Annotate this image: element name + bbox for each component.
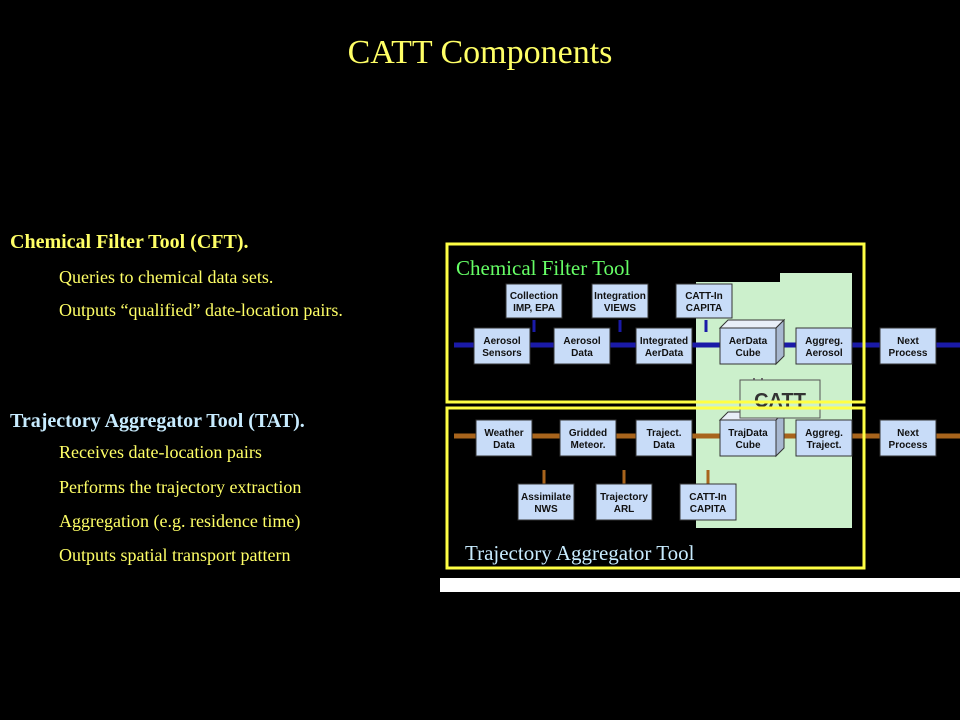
bottom-source-box-label: NWS (534, 504, 558, 515)
tat-item: Outputs spatial transport pattern (59, 545, 291, 565)
tat-item: Performs the trajectory extraction (59, 477, 302, 497)
top-flow-box-label: Data (571, 348, 593, 359)
bottom-flow-box-label: Traject. (806, 440, 841, 451)
top-flow-box-label: Aerosol (805, 348, 842, 359)
bottom-source-box-label: CAPITA (690, 504, 726, 515)
top-source-box-label: VIEWS (604, 303, 637, 314)
diagram-bottom-strip (440, 578, 960, 592)
bottom-source-box-label: CATT-In (689, 492, 727, 503)
top-flow-box-label: Sensors (482, 348, 522, 359)
top-source-box-label: Integration (594, 291, 646, 302)
bottom-flow-box-label: Next (897, 428, 919, 439)
bottom-flow-box-label: Process (889, 440, 928, 451)
tat-frame (445, 406, 866, 570)
top-flow-box-label: Aerosol (563, 336, 600, 347)
bottom-flow-box-label: Aggreg. (805, 428, 843, 439)
catt-box (739, 379, 821, 419)
tat-item: Aggregation (e.g. residence time) (59, 511, 301, 531)
top-flow-box-label: Process (889, 348, 928, 359)
bottom-flow-box-label: Meteor. (570, 440, 605, 451)
source-connectors (532, 320, 708, 332)
cft-label-bg (450, 250, 780, 282)
top-flow-box-label: Integrated (640, 336, 688, 347)
top-source-box-label: IMP, EPA (513, 303, 555, 314)
top-flow-box-label: AerData (645, 348, 684, 359)
cft-heading: Chemical Filter Tool (CFT). (10, 231, 249, 253)
bottom-flow-box-label: Cube (736, 440, 761, 451)
bottom-flow-box: Aggreg.Traject. (795, 419, 853, 457)
slide-title: CATT Components (347, 34, 613, 71)
top-flow-box-label: Aggreg. (805, 336, 843, 347)
top-source-box-label: Collection (510, 291, 558, 302)
top-flow-box-label: Aerosol (483, 336, 520, 347)
bottom-source-box-label: ARL (614, 504, 635, 515)
top-source-box-label: CATT-In (685, 291, 723, 302)
bottom-flow-box-label: Data (493, 440, 515, 451)
cft-frame (445, 242, 866, 404)
traj-source-connectors (542, 470, 710, 484)
bottom-flow-box: Traject.Data (635, 419, 693, 457)
tat-item: Receives date-location pairs (59, 442, 262, 462)
top-flow-box-label: AerData (729, 336, 768, 347)
bottom-source-box-label: Assimilate (521, 492, 571, 503)
cft-diagram-label: Chemical Filter Tool (456, 256, 630, 280)
top-flow-box: Aggreg.Aerosol (795, 327, 853, 365)
top-flow-box-label: Next (897, 336, 919, 347)
bottom-flow-box-label: Weather (484, 428, 523, 439)
top-source-box-label: CAPITA (686, 303, 722, 314)
top-flow-box-label: Cube (736, 348, 761, 359)
tat-diagram-label: Trajectory Aggregator Tool (465, 541, 695, 565)
tat-label-bg (460, 530, 790, 566)
cft-item: Outputs “qualified” date-location pairs. (59, 300, 343, 320)
bottom-flow-box-label: Traject. (646, 428, 681, 439)
bottom-flow-box-label: Gridded (569, 428, 607, 439)
tat-heading: Trajectory Aggregator Tool (TAT). (10, 410, 305, 432)
cft-item: Queries to chemical data sets. (59, 267, 274, 287)
bottom-flow-box-label: TrajData (728, 428, 768, 439)
bottom-source-box-label: Trajectory (600, 492, 648, 503)
bottom-flow-box-label: Data (653, 440, 675, 451)
